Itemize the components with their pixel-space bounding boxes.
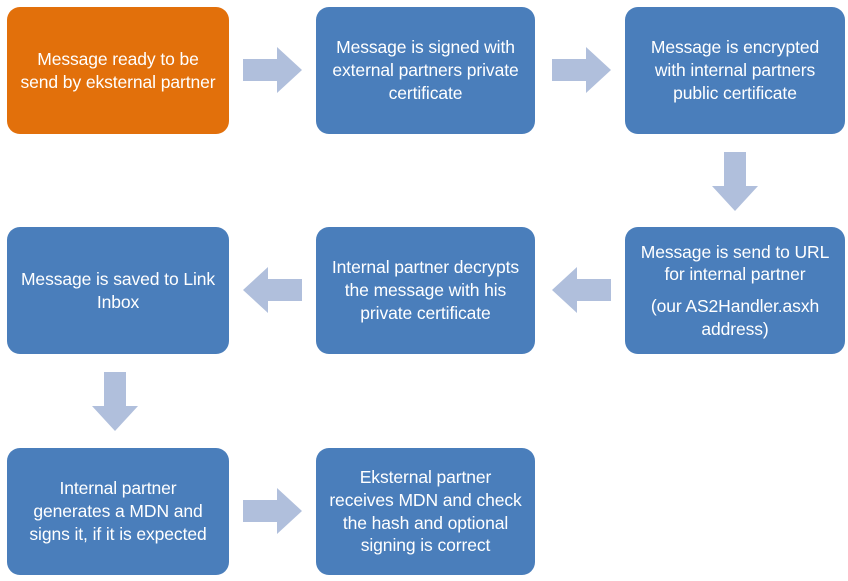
flowchart-node-decrypt[interactable]: Internal partner decrypts the message wi… bbox=[316, 227, 535, 354]
node-text: Message is encrypted with internal partn… bbox=[650, 37, 820, 103]
arrow-left-icon bbox=[243, 267, 302, 313]
flowchart-node-sign[interactable]: Message is signed with external partners… bbox=[316, 7, 535, 134]
flowchart-node-send-url[interactable]: Message is send to URL for internal part… bbox=[625, 227, 845, 354]
flowchart-node-generate-mdn[interactable]: Internal partner generates a MDN and sig… bbox=[7, 448, 229, 575]
arrow-right-icon bbox=[243, 488, 302, 534]
arrow-down-icon bbox=[712, 152, 758, 211]
node-text: Message is saved to Link Inbox bbox=[20, 268, 216, 312]
node-text: Internal partner generates a MDN and sig… bbox=[29, 478, 207, 544]
node-text-secondary: (our AS2Handler.asxh address) bbox=[650, 296, 820, 339]
flow-arrow-right bbox=[243, 488, 302, 534]
node-text: Message is send to URL for internal part… bbox=[640, 241, 830, 285]
flowchart-node-receive-mdn[interactable]: Eksternal partner receives MDN and check… bbox=[316, 448, 535, 575]
flow-arrow-right bbox=[552, 47, 611, 93]
flow-arrow-right bbox=[243, 47, 302, 93]
flow-arrow-down bbox=[92, 372, 138, 431]
flowchart-node-inbox[interactable]: Message is saved to Link Inbox bbox=[7, 227, 229, 354]
arrow-right-icon bbox=[552, 47, 611, 93]
node-text: Eksternal partner receives MDN and check… bbox=[329, 467, 522, 556]
arrow-right-icon bbox=[243, 47, 302, 93]
node-text: Message is signed with external partners… bbox=[332, 37, 519, 103]
flowchart-node-encrypt[interactable]: Message is encrypted with internal partn… bbox=[625, 7, 845, 134]
flow-arrow-left bbox=[243, 267, 302, 313]
flow-arrow-down bbox=[712, 152, 758, 211]
flow-arrow-left bbox=[552, 267, 611, 313]
flowchart-node-start[interactable]: Message ready to be send by eksternal pa… bbox=[7, 7, 229, 134]
arrow-down-icon bbox=[92, 372, 138, 431]
node-text: Message ready to be send by eksternal pa… bbox=[20, 48, 216, 92]
arrow-left-icon bbox=[552, 267, 611, 313]
node-text: Internal partner decrypts the message wi… bbox=[331, 257, 520, 323]
